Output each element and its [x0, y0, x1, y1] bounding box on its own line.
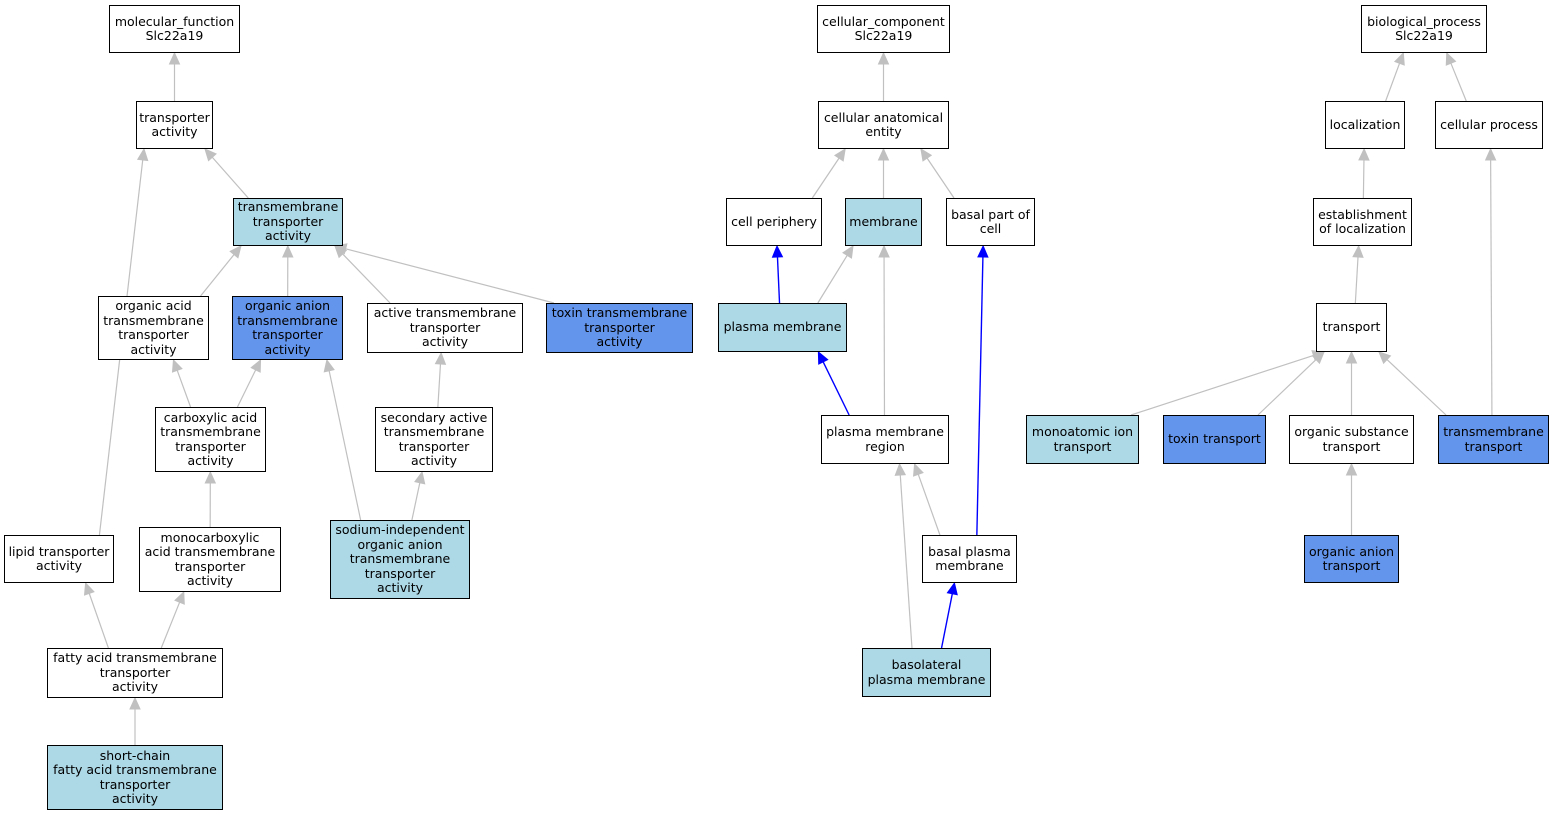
node-lipid-transporter-activity[interactable]: lipid transporter activity	[4, 535, 114, 583]
arrowhead-organic_anion_tm-to-tm_transporter_activity	[282, 244, 294, 258]
arrowhead-plasma_membrane_region-to-membrane	[878, 244, 890, 258]
arrowhead-organic_acid_tm-to-tm_transporter_activity	[229, 245, 242, 259]
node-establishment-of-localization[interactable]: establishment of localization	[1313, 198, 1412, 246]
edge-sodium_independent-to-secondary_active_tm	[411, 482, 421, 521]
edge-transport-to-establishment_of_localization	[1354, 256, 1359, 304]
arrowhead-organic_substance_transport-to-transport	[1345, 350, 1358, 364]
node-monocarboxylic-acid-transmembrane-transporter-activity[interactable]: monocarboxylic acid transmembrane transp…	[139, 527, 281, 592]
arrowhead-basolateral_plasma_membrane-to-plasma_membrane_region	[894, 462, 907, 476]
arrowhead-monocarboxylic_acid_tm-to-carboxylic_acid_tm	[204, 470, 217, 484]
edge-cell_periphery-to-cellular_anatomical_entity	[811, 157, 840, 199]
arrowhead-sodium_independent-to-secondary_active_tm	[414, 470, 426, 485]
node-biological-process-root[interactable]: biological_process Slc22a19	[1361, 5, 1487, 53]
edge-monoatomic_ion_transport-to-transport	[1130, 354, 1314, 416]
node-organic-anion-transport[interactable]: organic anion transport	[1304, 535, 1399, 583]
node-cell-periphery[interactable]: cell periphery	[726, 198, 822, 246]
edge-carboxylic_acid_tm-to-organic_acid_tm	[176, 370, 192, 408]
node-monoatomic-ion-transport[interactable]: monoatomic ion transport	[1026, 415, 1139, 464]
edge-plasma_membrane-to-cell_periphery	[776, 256, 781, 304]
arrowhead-basal_part_of_cell-to-cellular_anatomical_entity	[920, 147, 933, 162]
arrowhead-membrane-to-cellular_anatomical_entity	[877, 147, 890, 161]
node-sodium-independent-organic-anion-transmembrane-transporter-activity[interactable]: sodium-independent organic anion transme…	[330, 520, 470, 599]
edge-secondary_active_tm-to-active_tm	[437, 363, 442, 408]
arrowhead-secondary_active_tm-to-active_tm	[434, 351, 447, 365]
arrowhead-transmembrane_transport-to-transport	[1378, 351, 1392, 365]
node-molecular-function-root[interactable]: molecular_function Slc22a19	[109, 5, 240, 53]
edge-toxin_transport-to-transport	[1257, 359, 1317, 416]
arrowhead-lipid_transporter-to-transporter_activity	[136, 147, 149, 162]
edge-basolateral_plasma_membrane-to-basal_plasma_membrane	[940, 593, 953, 649]
node-cellular-anatomical-entity[interactable]: cellular anatomical entity	[818, 101, 949, 149]
node-plasma-membrane[interactable]: plasma membrane	[718, 303, 847, 352]
node-basal-part-of-cell[interactable]: basal part of cell	[946, 198, 1035, 246]
arrowhead-cellular_anatomical_entity-to-cc_root	[877, 51, 890, 65]
arrowhead-tm_transporter_activity-to-transporter_activity	[204, 148, 217, 162]
node-localization[interactable]: localization	[1325, 101, 1405, 149]
arrowhead-establishment_of_localization-to-localization	[1358, 147, 1370, 161]
arrowhead-transporter_activity-to-mf_root	[168, 51, 181, 65]
arrowhead-transport-to-establishment_of_localization	[1352, 244, 1364, 258]
edge-transmembrane_transport-to-cellular_process	[1490, 159, 1493, 416]
node-transport[interactable]: transport	[1316, 303, 1387, 352]
arrowhead-localization-to-bp_root	[1393, 51, 1405, 66]
edge-plasma_membrane-to-membrane	[817, 255, 848, 304]
node-transmembrane-transport[interactable]: transmembrane transport	[1438, 415, 1549, 464]
edge-plasma_membrane_region-to-plasma_membrane	[822, 361, 850, 416]
edge-basal_part_of_cell-to-cellular_anatomical_entity	[926, 157, 955, 199]
node-basolateral-plasma-membrane[interactable]: basolateral plasma membrane	[862, 648, 991, 697]
node-cellular-process[interactable]: cellular process	[1435, 101, 1543, 149]
edge-establishment_of_localization-to-localization	[1362, 159, 1365, 199]
arrowhead-cell_periphery-to-cellular_anatomical_entity	[833, 147, 846, 162]
edge-tm_transporter_activity-to-transporter_activity	[211, 156, 249, 199]
node-toxin-transport[interactable]: toxin transport	[1163, 415, 1266, 464]
arrowhead-cellular_process-to-bp_root	[1445, 51, 1457, 66]
edge-basal_plasma_membrane-to-basal_part_of_cell	[976, 256, 984, 536]
node-organic-acid-transmembrane-transporter-activity[interactable]: organic acid transmembrane transporter a…	[98, 296, 209, 360]
arrowhead-fatty_acid_tm-to-lipid_transporter	[83, 581, 95, 596]
arrowhead-organic_anion_transport-to-organic_substance_transport	[1345, 462, 1358, 476]
arrowhead-basal_plasma_membrane-to-basal_part_of_cell	[977, 244, 989, 258]
edge-carboxylic_acid_tm-to-organic_anion_tm	[236, 369, 257, 408]
arrowhead-fatty_acid_tm-to-monocarboxylic_acid_tm	[174, 590, 185, 605]
edge-sodium_independent-to-organic_anion_tm	[328, 370, 362, 521]
edge-active_tm-to-tm_transporter_activity	[342, 253, 391, 304]
node-toxin-transmembrane-transporter-activity[interactable]: toxin transmembrane transporter activity	[546, 303, 693, 353]
arrowhead-short_chain_fatty_acid-to-fatty_acid_tm	[129, 696, 141, 710]
node-short-chain-fatty-acid-transmembrane-transporter-activity[interactable]: short-chain fatty acid transmembrane tra…	[47, 745, 223, 810]
edge-organic_acid_tm-to-tm_transporter_activity	[200, 254, 235, 297]
edge-transmembrane_transport-to-transport	[1386, 359, 1447, 416]
arrowhead-toxin_transport-to-transport	[1311, 351, 1325, 365]
node-transmembrane-transporter-activity[interactable]: transmembrane transporter activity	[233, 198, 343, 246]
arrowhead-basal_plasma_membrane-to-plasma_membrane_region	[913, 462, 924, 477]
arrowhead-sodium_independent-to-organic_anion_tm	[323, 358, 335, 373]
arrowhead-transmembrane_transport-to-cellular_process	[1484, 147, 1497, 161]
node-organic-anion-transmembrane-transporter-activity[interactable]: organic anion transmembrane transporter …	[232, 296, 343, 360]
edge-localization-to-bp_root	[1385, 63, 1401, 102]
node-plasma-membrane-region[interactable]: plasma membrane region	[821, 415, 949, 464]
node-basal-plasma-membrane[interactable]: basal plasma membrane	[922, 535, 1017, 583]
node-membrane[interactable]: membrane	[845, 198, 922, 246]
node-carboxylic-acid-transmembrane-transporter-activity[interactable]: carboxylic acid transmembrane transporte…	[155, 407, 266, 472]
arrowhead-carboxylic_acid_tm-to-organic_acid_tm	[171, 358, 183, 373]
node-cellular-component-root[interactable]: cellular_component Slc22a19	[817, 5, 950, 53]
arrowhead-basolateral_plasma_membrane-to-basal_plasma_membrane	[946, 581, 958, 596]
arrowhead-carboxylic_acid_tm-to-organic_anion_tm	[250, 358, 262, 373]
edge-toxin_tm-to-tm_transporter_activity	[345, 248, 555, 304]
arrowhead-plasma_membrane-to-membrane	[842, 244, 854, 259]
edge-basolateral_plasma_membrane-to-plasma_membrane_region	[899, 474, 913, 649]
arrowhead-plasma_membrane-to-cell_periphery	[771, 244, 784, 258]
arrowhead-plasma_membrane_region-to-plasma_membrane	[817, 350, 829, 365]
node-active-transmembrane-transporter-activity[interactable]: active transmembrane transporter activit…	[367, 303, 523, 353]
edge-basal_plasma_membrane-to-plasma_membrane_region	[917, 474, 941, 536]
edge-fatty_acid_tm-to-lipid_transporter	[88, 593, 109, 649]
node-secondary-active-transmembrane-transporter-activity[interactable]: secondary active transmembrane transport…	[375, 407, 493, 472]
node-transporter-activity[interactable]: transporter activity	[136, 101, 213, 149]
edge-fatty_acid_tm-to-monocarboxylic_acid_tm	[160, 601, 181, 649]
edge-cellular_process-to-bp_root	[1450, 62, 1467, 102]
node-organic-substance-transport[interactable]: organic substance transport	[1289, 415, 1414, 464]
node-fatty-acid-transmembrane-transporter-activity[interactable]: fatty acid transmembrane transporter act…	[47, 648, 223, 698]
